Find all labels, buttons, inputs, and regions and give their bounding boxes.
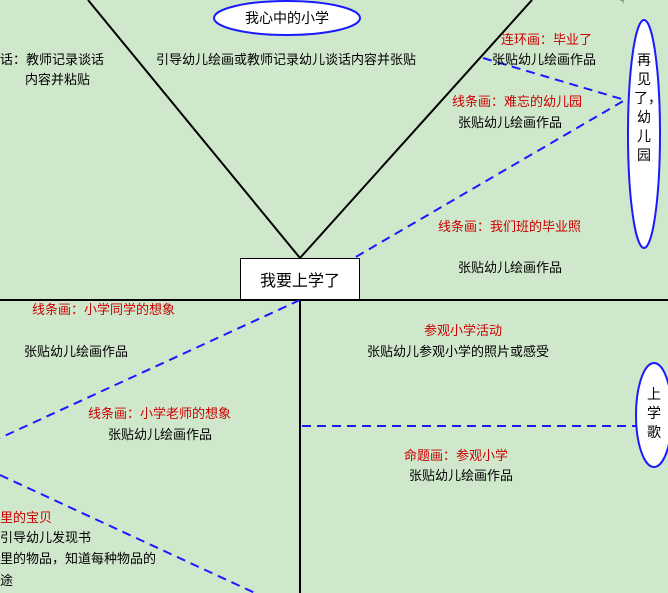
left-item3-line1: 引导幼儿发现书 bbox=[0, 531, 92, 546]
right-item1-title: 连环画：毕业了 bbox=[501, 33, 593, 48]
left-item2-desc: 张贴幼儿绘画作品 bbox=[108, 428, 213, 443]
v-line-right bbox=[299, 0, 533, 259]
top-left-line1: 话：教师记录谈话 bbox=[0, 53, 105, 68]
top-left-line2: 内容并粘贴 bbox=[25, 73, 91, 88]
corner-mark: ⌝ bbox=[620, 0, 625, 10]
left-item3-line2: 里的物品，知道每种物品的 bbox=[0, 552, 157, 567]
v-line-left bbox=[87, 0, 301, 259]
right-item3-desc: 张贴幼儿绘画作品 bbox=[458, 261, 563, 276]
center-title: 我要上学了 bbox=[259, 271, 340, 290]
dashed-line-left-2 bbox=[0, 474, 256, 593]
right-bottom-item2-desc: 张贴幼儿绘画作品 bbox=[409, 469, 514, 484]
right-item2-title: 线条画：难忘的幼儿园 bbox=[452, 95, 583, 110]
center-title-box: 我要上学了 bbox=[240, 258, 360, 300]
left-item3-title: 里的宝贝 bbox=[0, 511, 53, 526]
right-ellipse-top bbox=[627, 19, 661, 249]
dashed-line-right-2 bbox=[329, 99, 626, 273]
top-ellipse bbox=[213, 0, 361, 36]
right-bottom-item1-title: 参观小学活动 bbox=[424, 324, 503, 339]
top-ellipse-label: 我心中的小学 bbox=[245, 11, 329, 27]
left-item2-title: 线条画：小学老师的想象 bbox=[88, 407, 232, 422]
dashed-line-left-1 bbox=[0, 299, 301, 439]
top-middle-text: 引导幼儿绘画或教师记录幼儿谈话内容并张贴 bbox=[156, 53, 417, 68]
right-item2-desc: 张贴幼儿绘画作品 bbox=[458, 116, 563, 131]
right-ellipse-top-label: 再见了，幼儿园 bbox=[634, 53, 662, 164]
dashed-line-right-1 bbox=[482, 57, 626, 101]
left-item1-title: 线条画：小学同学的想象 bbox=[32, 303, 176, 318]
right-ellipse-bottom-label: 上学歌 bbox=[647, 387, 661, 441]
right-ellipse-bottom bbox=[635, 362, 668, 468]
left-item1-desc: 张贴幼儿绘画作品 bbox=[24, 345, 129, 360]
right-bottom-item2-title: 命题画：参观小学 bbox=[404, 449, 509, 464]
right-bottom-item1-desc: 张贴幼儿参观小学的照片或感受 bbox=[367, 345, 550, 360]
right-item3-title: 线条画：我们班的毕业照 bbox=[438, 220, 582, 235]
left-item3-line3: 途 bbox=[0, 574, 14, 589]
right-item1-desc: 张贴幼儿绘画作品 bbox=[492, 53, 597, 68]
